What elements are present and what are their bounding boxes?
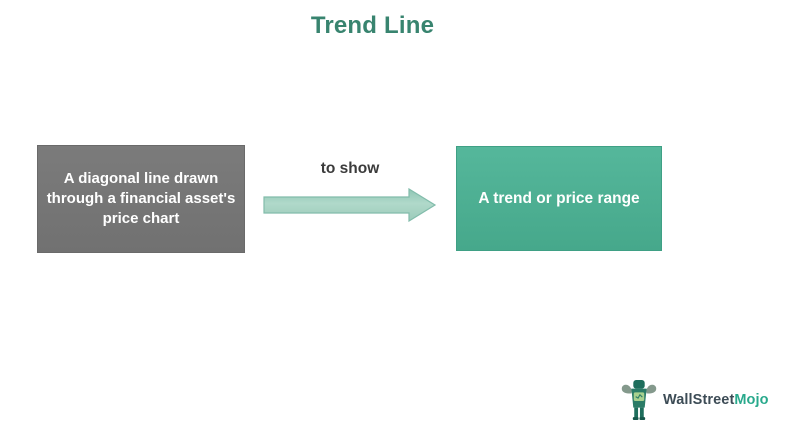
result-box: A trend or price range <box>456 146 662 251</box>
wallstreetmojo-mascot-icon <box>621 380 657 420</box>
logo-text-mojo: Mojo <box>734 392 769 408</box>
definition-box: A diagonal line drawn through a financia… <box>37 145 245 253</box>
wallstreetmojo-logo: WallStreetMojo <box>620 379 769 421</box>
logo-text-wallstreet: WallStreet <box>663 392 735 408</box>
arrow-label: to show <box>320 160 380 177</box>
right-arrow-icon <box>263 188 437 222</box>
definition-box-text: A diagonal line drawn through a financia… <box>46 170 236 227</box>
result-box-text: A trend or price range <box>478 189 640 207</box>
page-title: Trend Line <box>310 12 435 39</box>
wallstreetmojo-logo-text: WallStreetMojo <box>663 392 769 408</box>
